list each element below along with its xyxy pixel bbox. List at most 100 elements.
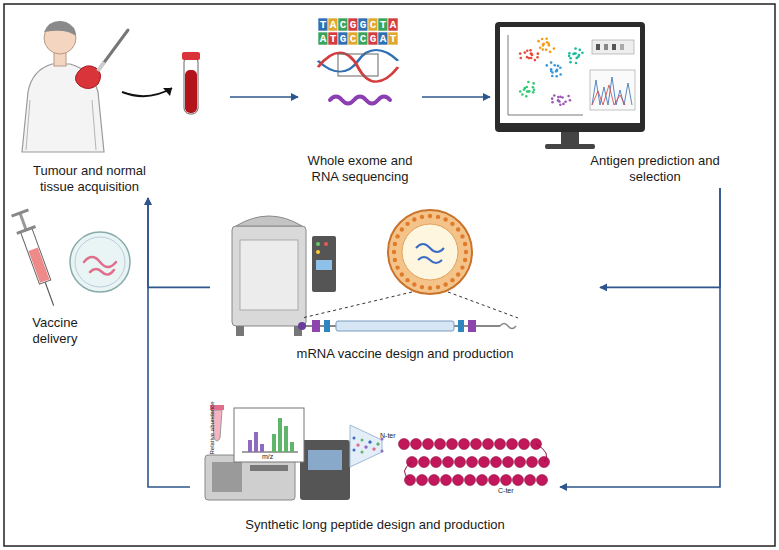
lipid-nanoparticle-part-part xyxy=(395,265,399,269)
dna-helix-part xyxy=(318,53,398,82)
lipid-nanoparticle-part xyxy=(388,210,472,294)
prediction-step: Antigen prediction and selection xyxy=(490,18,725,188)
computer-monitor-part-part xyxy=(524,51,527,54)
peptide-chain-part xyxy=(495,439,506,450)
peptide-chain-part xyxy=(491,457,502,468)
lipid-nanoparticle-part-part xyxy=(420,215,424,219)
peptide-chain-part xyxy=(429,475,440,486)
lipid-nanoparticle-part-part xyxy=(393,258,397,262)
lipid-nanoparticle-part-part xyxy=(405,222,409,226)
peptide-chain xyxy=(399,439,550,486)
computer-monitor-part-part xyxy=(569,99,572,102)
computer-monitor-part-part xyxy=(551,101,554,104)
blood-tube xyxy=(182,52,200,114)
computer-monitor-part-part xyxy=(550,61,553,64)
flow-arrow xyxy=(148,198,210,287)
computer-monitor-part-part xyxy=(551,97,554,100)
syringe-part xyxy=(28,247,49,282)
bioreactor-part xyxy=(232,226,306,326)
computer-monitor-part-part xyxy=(521,93,524,96)
acquisition-step: Tumour and normal tissue acquisition xyxy=(15,18,230,198)
lipid-nanoparticle-part-part xyxy=(392,250,396,254)
computer-monitor-part-part xyxy=(553,94,556,97)
computer-monitor-part-part xyxy=(523,88,526,91)
blood-tube-part xyxy=(185,70,197,113)
spray-cone-part-part xyxy=(377,443,380,446)
lipid-nanoparticle-part-part xyxy=(428,286,432,290)
zoom-lines-part xyxy=(448,292,518,318)
mrna-construct-part xyxy=(324,320,330,332)
tumour xyxy=(75,66,100,89)
computer-monitor-part-part xyxy=(556,69,559,72)
computer-monitor-part-part xyxy=(525,95,528,98)
step-label: Antigen prediction and selection xyxy=(589,153,721,188)
lipid-nanoparticle-part-part xyxy=(412,217,416,221)
tumour-part xyxy=(75,66,100,89)
computer-monitor-part-part xyxy=(519,90,522,93)
mrna-construct-part xyxy=(500,324,516,329)
computer-monitor-part-part xyxy=(555,75,558,78)
computer-monitor-part-part xyxy=(545,64,548,67)
peptide-chain-part xyxy=(435,439,446,450)
lipid-nanoparticle xyxy=(388,210,472,294)
computer-monitor-part-part xyxy=(542,43,545,46)
dna-helix xyxy=(318,50,398,82)
computer-monitor-part-part xyxy=(536,56,539,59)
computer-monitor-part-part xyxy=(527,81,530,84)
lipid-nanoparticle-part-part xyxy=(463,242,467,246)
peptide-chain-part xyxy=(477,475,488,486)
computer-monitor-part-part xyxy=(528,90,531,93)
spray-cone-part-part xyxy=(369,441,372,444)
computer-monitor-part-part xyxy=(530,57,533,60)
axis-label: Relative abundance xyxy=(209,401,216,454)
computer-monitor-part-part xyxy=(553,64,556,67)
computer-monitor-part-part xyxy=(530,52,533,55)
lipid-nanoparticle-part xyxy=(416,244,444,252)
delivery-step: Vaccine delivery xyxy=(15,225,125,350)
computer-monitor-part-part xyxy=(567,95,570,98)
spray-cone-part-part xyxy=(377,443,380,446)
mass-spectrum xyxy=(234,408,304,462)
computer-monitor-part-part xyxy=(530,53,533,56)
computer-monitor-part-part xyxy=(564,100,567,103)
peptide-chain-part xyxy=(503,457,514,468)
dna-helix-part xyxy=(338,54,378,76)
computer-monitor-part-part xyxy=(541,48,544,51)
hplc-instrument-part xyxy=(300,440,350,500)
peptide-chain-part xyxy=(411,439,422,450)
hplc-instrument-part xyxy=(308,450,342,470)
step-label: Synthetic long peptide design and produc… xyxy=(245,517,504,536)
computer-monitor-part-part xyxy=(569,57,572,60)
spray-cone-part xyxy=(350,425,382,467)
patient-figure-part xyxy=(44,21,76,36)
computer-monitor-part-part xyxy=(575,62,578,65)
computer-monitor-part-part xyxy=(578,54,581,57)
flow-arrow xyxy=(600,188,720,287)
flow-arrow xyxy=(148,198,190,487)
computer-monitor-part-part xyxy=(557,96,560,99)
petri-dish-part xyxy=(75,237,125,287)
peptide-chain-part xyxy=(447,439,458,450)
lipid-nanoparticle-part-part xyxy=(443,282,447,286)
bioreactor-part xyxy=(324,242,328,246)
computer-monitor-part-part xyxy=(539,47,542,50)
peptide-chain-part xyxy=(459,439,470,450)
frame xyxy=(4,4,775,546)
syringe xyxy=(10,208,63,309)
flow-arrow xyxy=(422,96,490,98)
computer-monitor-part-part xyxy=(569,61,572,64)
computer-monitor-part-part xyxy=(568,55,571,58)
zoom-lines xyxy=(302,292,518,318)
bioreactor-part xyxy=(240,240,298,310)
axis-label: m/z xyxy=(262,453,273,461)
zoom-lines-part xyxy=(302,292,412,318)
patient-figure-part xyxy=(44,22,76,54)
spray-cone-part-part xyxy=(365,446,368,449)
peptide-chain-part xyxy=(515,457,526,468)
terminus-label: N-ter xyxy=(380,432,396,440)
patient-figure-part xyxy=(26,100,96,150)
computer-monitor-part-part xyxy=(558,100,561,103)
step-label: mRNA vaccine design and production xyxy=(297,346,514,365)
lipid-nanoparticle-part-part xyxy=(395,234,399,238)
